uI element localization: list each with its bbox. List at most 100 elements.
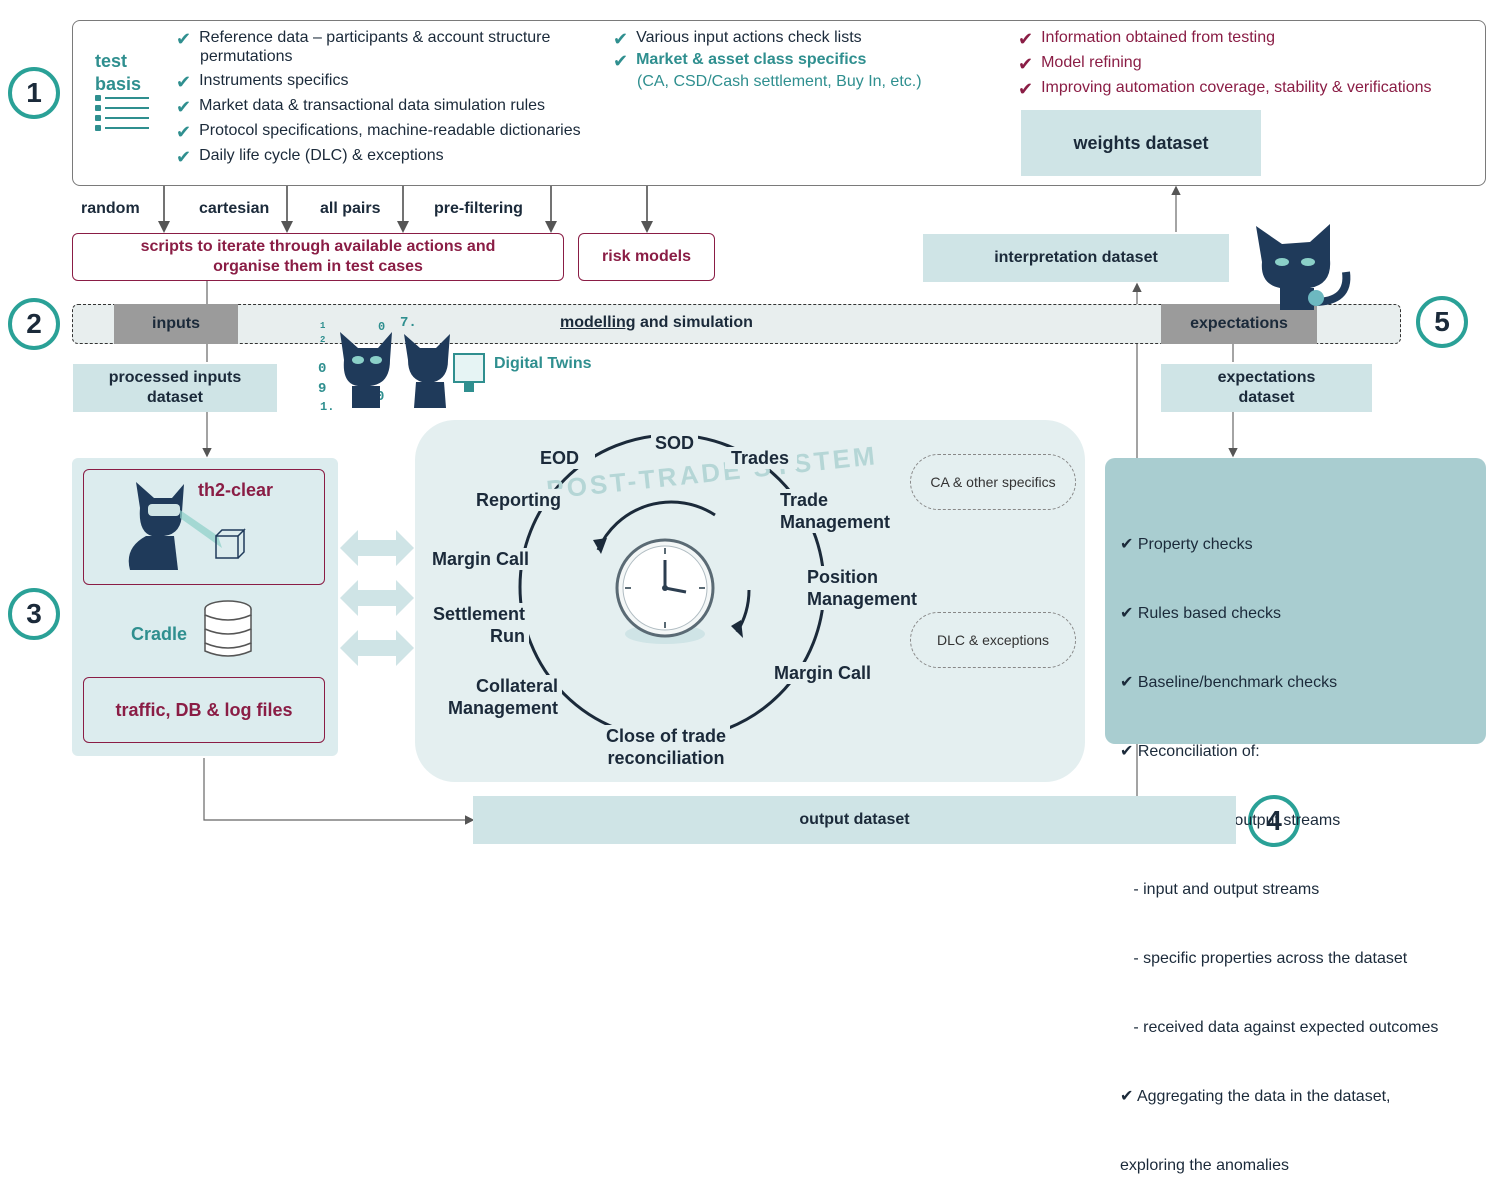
- tb-item-2: ✔Instruments specifics: [176, 72, 348, 93]
- stage-trade-management-line1: Trade: [780, 490, 829, 510]
- test-basis-label-line2: basis: [95, 74, 142, 94]
- modelling-title-underlined: modelling: [560, 314, 636, 331]
- stage-reporting: Reporting: [472, 489, 565, 511]
- expectations-dataset-line1: expectations: [1217, 369, 1316, 386]
- step-number-1: 1: [8, 67, 60, 119]
- check-item-10: exploring the anomalies: [1120, 1157, 1289, 1174]
- processed-inputs-line2: dataset: [146, 389, 204, 406]
- check-icon: ✔: [176, 97, 192, 117]
- check-item-4: ✔ Reconciliation of:: [1120, 743, 1260, 760]
- tb-item-4: ✔ Protocol specifications, machine-readab…: [176, 122, 581, 143]
- stage-close-of-trade-line1: Close of trade: [606, 726, 727, 746]
- check-icon: ✔: [613, 51, 629, 71]
- stage-collateral-management-line2: Management: [448, 698, 559, 718]
- check-item-3: ✔ Baseline/benchmark checks: [1120, 674, 1338, 691]
- stage-position-management-line1: Position: [807, 567, 878, 587]
- clock-icon: [615, 538, 715, 644]
- tb-col3-item-1-text: Information obtained from testing: [1041, 29, 1275, 46]
- expectations-dataset-line2: dataset: [1238, 389, 1295, 406]
- svg-text:0: 0: [318, 361, 326, 377]
- test-basis-label: test basis: [95, 50, 141, 96]
- svg-text:0: 0: [376, 389, 384, 405]
- tb-col2-item-1: ✔ Various input actions check lists: [613, 29, 862, 50]
- check-icon: ✔: [176, 72, 192, 92]
- risk-models-box: risk models: [578, 233, 715, 281]
- traffic-db-logs-box: traffic, DB & log files: [83, 677, 325, 743]
- check-item-7: - specific properties across the dataset: [1120, 950, 1408, 967]
- step-number-4: 4: [1248, 795, 1300, 847]
- stage-trades: Trades: [725, 447, 798, 469]
- tb-item-4-text: Protocol specifications, machine-readabl…: [199, 122, 581, 139]
- th2-cat-icon: [128, 482, 246, 570]
- stage-trade-management: Trade Management: [776, 489, 895, 533]
- svg-text:7.: 7.: [400, 316, 417, 331]
- post-trade-system-panel: [415, 420, 1085, 782]
- cradle-label: Cradle: [131, 624, 188, 644]
- tb-col3-item-1: ✔ Information obtained from testing: [1018, 29, 1275, 50]
- tb-col3-item-3: ✔ Improving automation coverage, stabilit…: [1018, 79, 1432, 100]
- svg-text:1: 1: [320, 321, 326, 331]
- tb-col3-item-3-text: Improving automation coverage, stability…: [1041, 79, 1432, 96]
- step-number-5: 5: [1416, 296, 1468, 348]
- svg-text:9: 9: [318, 381, 326, 397]
- th2-clear-box: [83, 469, 325, 585]
- tb-col2-item-1-text: Various input actions check lists: [636, 29, 862, 46]
- stage-position-management: Position Management: [803, 566, 922, 610]
- interpretation-dataset-box: interpretation dataset: [923, 234, 1229, 282]
- stage-sod: SOD: [651, 432, 699, 454]
- stage-close-of-trade-line2: reconciliation: [607, 748, 725, 768]
- check-icon: ✔: [176, 122, 192, 142]
- inputs-box: inputs: [114, 304, 238, 344]
- step-number-3: 3: [8, 588, 60, 640]
- scripts-box: scripts to iterate through available act…: [72, 233, 564, 281]
- modelling-title: modelling and simulation: [560, 314, 753, 332]
- cat-mascot-icon: [1256, 224, 1351, 310]
- tb-item-3: ✔ Market data & transactional data simula…: [176, 97, 545, 118]
- check-icon: ✔: [176, 29, 192, 49]
- check-item-6: - input and output streams: [1120, 881, 1320, 898]
- tb-item-1: ✔ Reference data – participants & account…: [176, 29, 550, 50]
- stage-position-management-line2: Management: [807, 589, 918, 609]
- tb-col2-item-2-detail: (CA, CSD/Cash settlement, Buy In, etc.): [637, 73, 922, 90]
- tb-col2-item-2-text: Market & asset class specifics: [636, 51, 867, 68]
- tb-col2-item-2: ✔ Market & asset class specifics: [613, 51, 866, 72]
- th2-clear-label: th2-clear: [198, 480, 274, 500]
- check-icon: ✔: [613, 29, 629, 49]
- digital-twins-label: Digital Twins: [494, 355, 592, 372]
- method-random: random: [81, 200, 140, 217]
- tb-item-1-cont: permutations: [200, 48, 293, 65]
- stage-settlement-run: Settlement Run: [429, 603, 530, 647]
- check-icon: ✔: [176, 147, 192, 167]
- test-basis-label-line1: test: [95, 51, 128, 71]
- check-item-9: ✔ Aggregating the data in the dataset,: [1120, 1088, 1391, 1105]
- tb-col3-item-2: ✔Model refining: [1018, 54, 1142, 75]
- scripts-box-line1: scripts to iterate through available act…: [140, 238, 496, 255]
- tb-item-1-text: Reference data – participants & account …: [199, 29, 551, 46]
- tb-item-3-text: Market data & transactional data simulat…: [199, 97, 546, 114]
- checks-panel: [1105, 458, 1486, 744]
- processed-inputs-box: processed inputs dataset: [73, 364, 277, 412]
- method-all-pairs: all pairs: [320, 200, 381, 217]
- method-pre-filtering: pre-filtering: [434, 200, 523, 217]
- check-icon: ✔: [1018, 29, 1034, 49]
- check-icon: ✔: [1018, 79, 1034, 99]
- check-item-8: - received data against expected outcome…: [1120, 1019, 1439, 1036]
- stage-close-of-trade: Close of trade reconciliation: [602, 725, 731, 769]
- ca-specifics-annotation: CA & other specifics: [910, 454, 1076, 510]
- checklist-icon: [95, 95, 149, 131]
- stage-margin-call-left: Margin Call: [428, 548, 534, 570]
- weights-dataset-box: weights dataset: [1021, 110, 1261, 176]
- tb-item-5-text: Daily life cycle (DLC) & exceptions: [199, 147, 444, 164]
- modelling-title-rest: and simulation: [635, 314, 753, 331]
- stage-settlement-run-line1: Settlement: [433, 604, 526, 624]
- stage-collateral-management-line1: Collateral: [476, 676, 559, 696]
- svg-text:2: 2: [320, 335, 325, 345]
- stage-trade-management-line2: Management: [780, 512, 891, 532]
- step-number-2: 2: [8, 298, 60, 350]
- dlc-exceptions-annotation: DLC & exceptions: [910, 612, 1076, 668]
- svg-text:1.: 1.: [320, 400, 334, 414]
- stage-collateral-management: Collateral Management: [444, 675, 563, 719]
- check-item-2: ✔ Rules based checks: [1120, 605, 1282, 622]
- bidirectional-arrows-icon: [340, 530, 414, 666]
